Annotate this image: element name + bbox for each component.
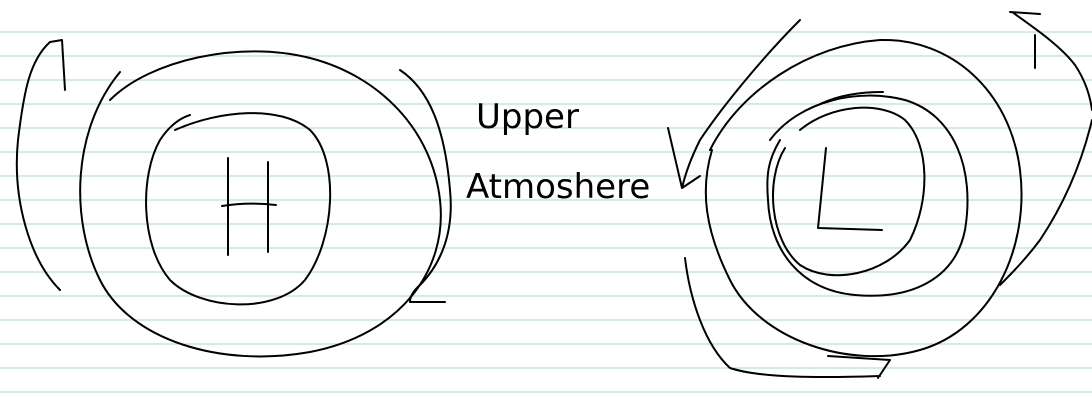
low-bottom-arrow	[685, 258, 890, 378]
low-outer-isobar	[706, 40, 1022, 356]
low-right-swirl	[1000, 120, 1092, 285]
high-inner-isobar	[146, 113, 330, 304]
low-inner-isobar	[767, 96, 967, 296]
high-label-letter	[222, 158, 276, 255]
high-left-arrow	[17, 40, 65, 290]
caption-line1: Upper	[476, 97, 579, 137]
caption-line2: Atmoshere	[466, 167, 650, 207]
low-topright-arrow	[1010, 12, 1092, 110]
high-pressure-system: H	[0, 0, 451, 356]
high-right-arrow	[400, 70, 451, 302]
low-label-letter	[818, 148, 882, 230]
